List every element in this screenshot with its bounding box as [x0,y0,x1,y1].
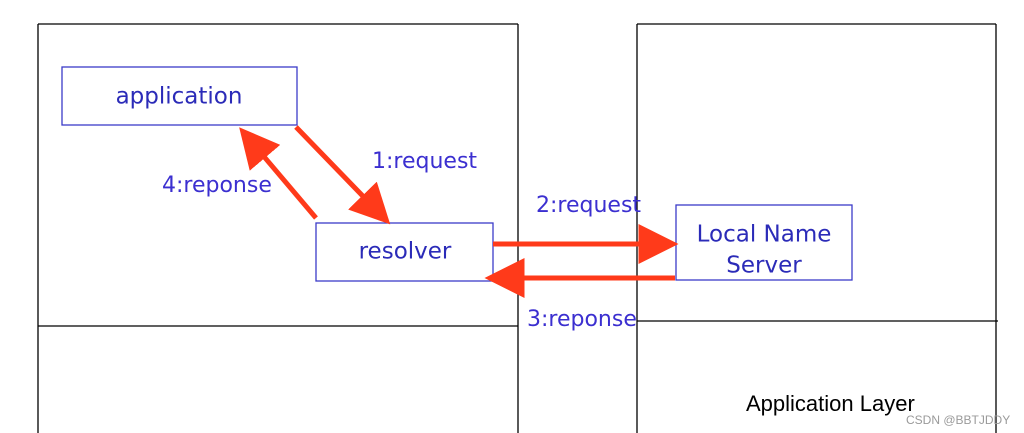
arrow-step4-reponse [239,127,318,220]
application-label: application [116,84,243,110]
server-host-frame [636,23,998,433]
step3-label: 3:reponse [527,307,637,332]
resolver-label: resolver [359,239,452,265]
step1-label: 1:request [372,149,477,174]
step4-label: 4:reponse [162,173,272,198]
server-label-line2: Server [726,253,802,279]
application-layer-caption: Application Layer [746,391,915,416]
watermark: CSDN @BBTJDDY [906,413,1010,427]
application-box [61,66,298,126]
resolver-box [315,222,494,282]
client-host-frame [37,23,519,433]
arrow-step1-request [294,125,391,225]
step2-label: 2:request [536,193,641,218]
server-label-line1: Local Name [697,222,832,248]
